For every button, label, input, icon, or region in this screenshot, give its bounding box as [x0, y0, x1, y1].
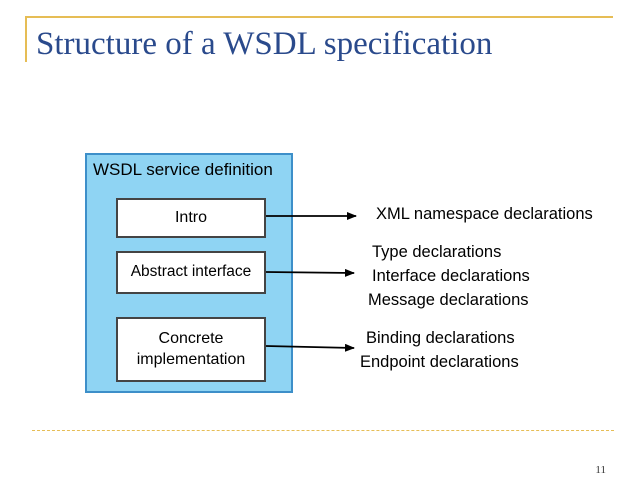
- declaration-item: Message declarations: [368, 291, 529, 309]
- footer-rule: [32, 430, 614, 431]
- declaration-item: Binding declarations: [366, 329, 515, 347]
- abstract-interface-declarations: Type declarations Interface declarations…: [368, 240, 530, 312]
- slide-title: Structure of a WSDL specification: [36, 26, 493, 62]
- intro-box: Intro: [116, 198, 266, 238]
- abstract-interface-box: Abstract interface: [116, 251, 266, 294]
- abstract-interface-arrow: [265, 268, 355, 277]
- declaration-item: XML namespace declarations: [376, 205, 593, 223]
- declaration-item: Type declarations: [372, 243, 502, 261]
- service-definition-label: WSDL service definition: [93, 160, 273, 179]
- declaration-item: Endpoint declarations: [360, 353, 519, 371]
- declaration-item: Interface declarations: [372, 267, 530, 285]
- intro-declarations: XML namespace declarations: [376, 202, 593, 226]
- title-corner-rule-vertical: [25, 16, 27, 62]
- concrete-implementation-declarations: Binding declarations Endpoint declaratio…: [360, 326, 519, 374]
- concrete-implementation-box: Concrete implementation: [116, 317, 266, 382]
- concrete-implementation-arrow: [265, 343, 355, 352]
- title-corner-rule-horizontal: [25, 16, 613, 18]
- page-number: 11: [595, 464, 606, 476]
